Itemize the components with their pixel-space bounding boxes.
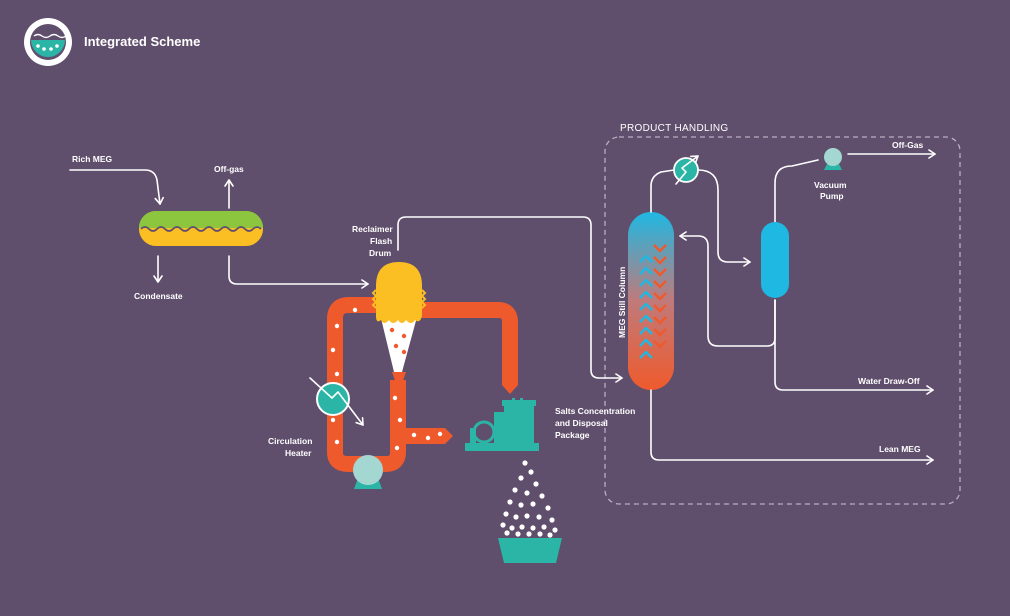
column-overhead-line (650, 169, 675, 213)
product-handling-heading: PRODUCT HANDLING (620, 123, 729, 134)
circulation-heater-label: Circulation Heater (268, 436, 315, 458)
page-title: Integrated Scheme (84, 34, 200, 49)
water-draw-off-flow-arrow (774, 299, 934, 395)
product-handling-region (604, 136, 961, 505)
meg-still-column (628, 212, 674, 390)
off-gas-left-label: Off-gas (214, 164, 244, 174)
heat-exchanger-icon (309, 377, 364, 426)
reclaimer-flash-drum-label: Reclaimer Flash Drum (352, 224, 395, 258)
salts-package-icon (465, 398, 539, 451)
condensate-label: Condensate (134, 291, 183, 301)
off-gas-right-label: Off-Gas (892, 140, 923, 150)
vacuum-pump-label: Vacuum Pump (814, 180, 849, 201)
overhead-condenser-icon (673, 155, 699, 185)
flask-drops-icon (24, 18, 72, 66)
water-draw-off-label: Water Draw-Off (858, 376, 920, 386)
salts-package-label: Salts Concentration and Disposal Package (555, 406, 638, 440)
condenser-to-drum-flow-arrow (697, 169, 751, 267)
salt-crystals (500, 460, 558, 538)
salt-bin-icon (498, 538, 562, 563)
drum-to-column-flow-arrow (397, 216, 623, 383)
rich-meg-flow-arrow (69, 169, 165, 205)
rich-meg-label: Rich MEG (72, 154, 113, 164)
circulation-loop (327, 297, 518, 472)
circulation-pump-icon (353, 455, 383, 489)
lean-meg-flow-arrow (650, 389, 934, 465)
lean-meg-label: Lean MEG (879, 444, 921, 454)
separator-to-drum-flow-arrow (228, 255, 369, 289)
vacuum-pump-icon (824, 148, 842, 170)
inlet-separator (139, 210, 263, 246)
reclaimer-flash-drum (371, 262, 427, 392)
meg-still-column-label: MEG Still Column (617, 267, 627, 338)
reflux-flow-arrow (679, 231, 776, 347)
reflux-drum (761, 222, 789, 298)
drum-to-pump-line (774, 159, 819, 223)
